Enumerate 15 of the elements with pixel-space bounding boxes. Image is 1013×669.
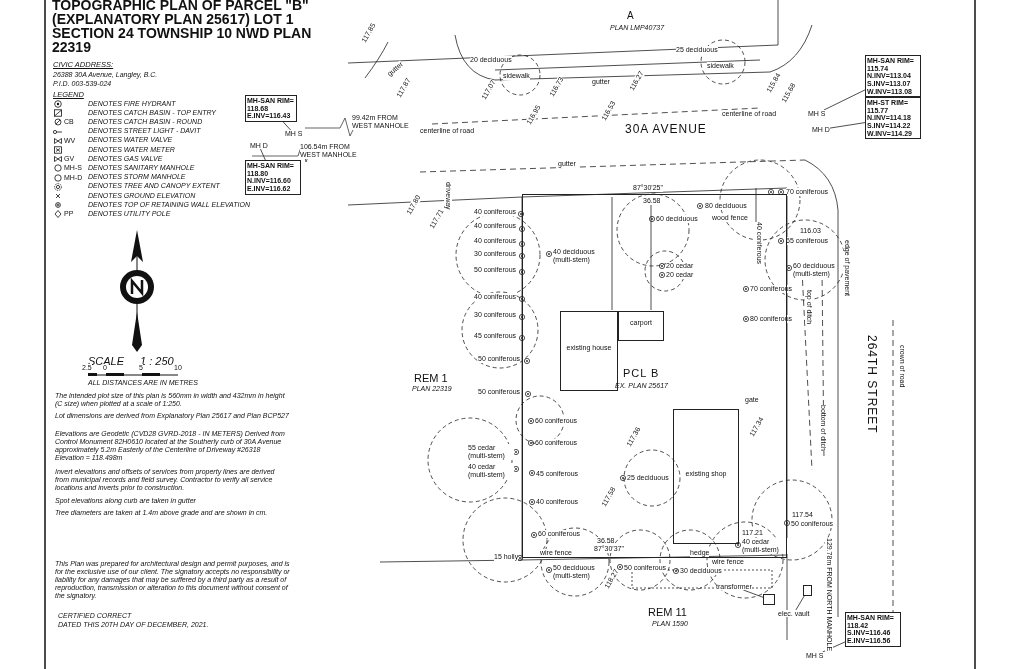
utility-box <box>803 585 812 596</box>
parcel-label: REM 1 <box>414 372 448 385</box>
building-outline <box>618 311 664 341</box>
leader-line <box>742 589 764 598</box>
leader-line <box>829 122 866 129</box>
leader-line <box>282 121 291 131</box>
building-outline <box>673 409 739 544</box>
leader-line <box>260 148 266 161</box>
parcel-label: A <box>627 10 634 22</box>
utility-box <box>763 594 775 605</box>
leader-line <box>823 89 866 111</box>
parcel-label: PCL B <box>623 367 660 380</box>
plan-title: TOPOGRAPHIC PLAN OF PARCEL "B" (EXPLANATORY PLAN 25617) LOT 1 SECTION 24 TOWNSHIP 10 NWD PLAN 22319 <box>52 0 313 54</box>
leader-line <box>795 595 805 611</box>
parcel-label: REM 11 <box>648 606 687 619</box>
